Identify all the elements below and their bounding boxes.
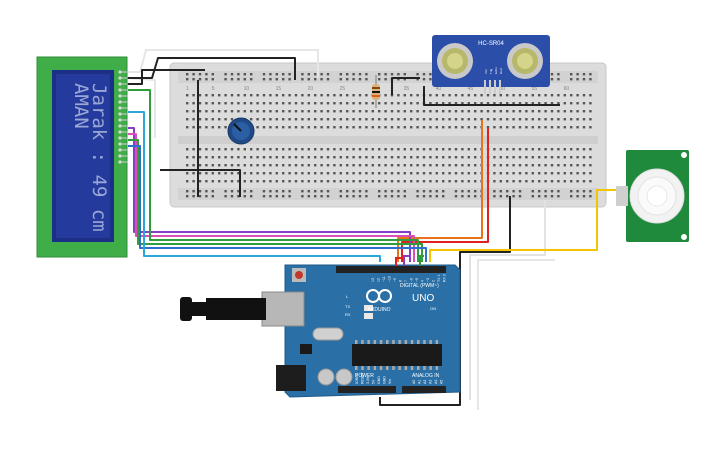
breadboard-col-number: 60	[564, 86, 570, 92]
wire-white	[469, 200, 546, 400]
sensor-pin	[489, 80, 491, 94]
arduino-pin-label: 7	[404, 280, 408, 282]
breadboard-col-number: 50	[500, 86, 506, 92]
rx-label: RX	[345, 312, 351, 317]
sensor-pin	[499, 80, 501, 94]
lcd-pin	[118, 70, 122, 74]
arduino-pin-label: A2	[423, 380, 427, 384]
arduino-pin-label: A1	[418, 380, 422, 384]
arduino-pin-label: ~5	[415, 278, 419, 282]
breadboard-col-number: 25	[340, 86, 346, 92]
arduino-pin-label: RX 0	[443, 274, 447, 282]
arduino-pin-label: A4	[434, 380, 438, 384]
arduino-pin-label: ~10	[388, 276, 392, 282]
breadboard-col-number: 55	[532, 86, 538, 92]
sensor-pin	[484, 80, 486, 94]
arduino-logo-text: ARDUINO	[367, 307, 390, 313]
lcd-pin	[118, 106, 122, 110]
arduino-pin-label: ~11	[382, 276, 386, 282]
wire-black	[160, 169, 241, 197]
l-label: L	[346, 294, 349, 299]
potentiometer[interactable]	[227, 117, 255, 145]
wire-ends	[395, 255, 424, 266]
arduino-pin-label: A3	[429, 380, 433, 384]
breadboard-col-number: 40	[436, 86, 442, 92]
arduino-pin-label: 12	[377, 278, 381, 282]
arduino-model: UNO	[412, 293, 434, 304]
lcd-pin	[118, 94, 122, 98]
wire-white	[124, 49, 319, 78]
wire-yellow	[429, 189, 620, 262]
breadboard-col-number: 45	[468, 86, 474, 92]
lcd-line-1: Jarak : 49 cm	[88, 83, 110, 232]
wire-red	[401, 128, 489, 262]
tx-label: TX	[345, 304, 350, 309]
wire-orange	[397, 120, 483, 262]
breadboard: 151015202530354045505560	[169, 62, 607, 208]
arduino-pin-label: Vin	[388, 379, 392, 384]
lcd-pin	[118, 160, 122, 164]
arduino-pin-label: GND	[377, 376, 381, 384]
lcd-pin	[118, 76, 122, 80]
sensor-label: HC-SR04	[478, 41, 504, 47]
wire-white	[477, 259, 555, 410]
arduino-pin-label: IOREF	[355, 373, 359, 384]
lcd-pin	[118, 100, 122, 104]
lcd-pin	[118, 142, 122, 146]
wire-blue	[128, 145, 427, 262]
sensor-pin-label: Trig	[489, 69, 493, 74]
lcd-pin	[118, 130, 122, 134]
breadboard-col-number: 20	[308, 86, 314, 92]
arduino-pin-label: 13	[371, 278, 375, 282]
wire-black	[124, 69, 205, 85]
analog-label: ANALOG IN	[412, 373, 440, 379]
arduino-pin-label: RESET	[361, 371, 365, 384]
sensor-pin-label: Vcc	[484, 68, 488, 74]
lcd-pin	[118, 82, 122, 86]
arduino-pin-label: A5	[440, 380, 444, 384]
arduino-pin-label: 3.3V	[366, 376, 370, 384]
lcd-pin	[118, 118, 122, 122]
arduino-pin-label: ~9	[393, 278, 397, 282]
arduino-pin-label: A0	[412, 380, 416, 384]
wire-black	[423, 86, 560, 106]
breadboard-col-number: 5	[212, 86, 215, 92]
lcd-pin	[118, 88, 122, 92]
lcd-pin	[118, 154, 122, 158]
breadboard-col-number: 1	[186, 86, 189, 92]
resistor	[372, 75, 380, 108]
sensor-pin-label: Echo	[494, 67, 498, 74]
wire-green	[128, 139, 423, 262]
wire-cyan	[128, 111, 381, 262]
arduino-pin-label: 4	[421, 280, 425, 282]
breadboard-col-number: 15	[276, 86, 282, 92]
arduino-pin-label: ~6	[410, 278, 414, 282]
breadboard-col-number: 35	[404, 86, 410, 92]
wire-black	[391, 77, 420, 95]
arduino-logo-icon	[366, 289, 392, 303]
arduino-pin-label: TX 1	[437, 275, 441, 282]
arduino-pin-label: 2	[432, 280, 436, 282]
lcd-pin	[118, 112, 122, 116]
sensor-pin	[494, 80, 496, 94]
digital-label: DIGITAL (PWM~)	[400, 283, 439, 289]
lcd-line-2: AMAN	[70, 83, 92, 129]
arduino-pin-label: GND	[383, 376, 387, 384]
sensor-pin-label: Gnd	[499, 68, 503, 74]
lcd-pin	[118, 124, 122, 128]
pir-sensor	[616, 150, 689, 242]
wire-purple	[128, 127, 411, 262]
breadboard-col-number: 10	[244, 86, 250, 92]
arduino-pin-label: ~3	[426, 278, 430, 282]
power-label: POWER	[355, 373, 374, 379]
lcd-pin	[118, 136, 122, 140]
lcd-display: Jarak : 49 cm AMAN	[36, 56, 128, 258]
arduino-pin-label: 5V	[372, 379, 376, 384]
arduino-uno: ARDUINO UNO DIGITAL (PWM~) POWER ANALOG …	[180, 264, 461, 398]
arduino-pin-label: 8	[399, 280, 403, 282]
lcd-pin	[118, 148, 122, 152]
on-label: ON	[430, 306, 436, 311]
